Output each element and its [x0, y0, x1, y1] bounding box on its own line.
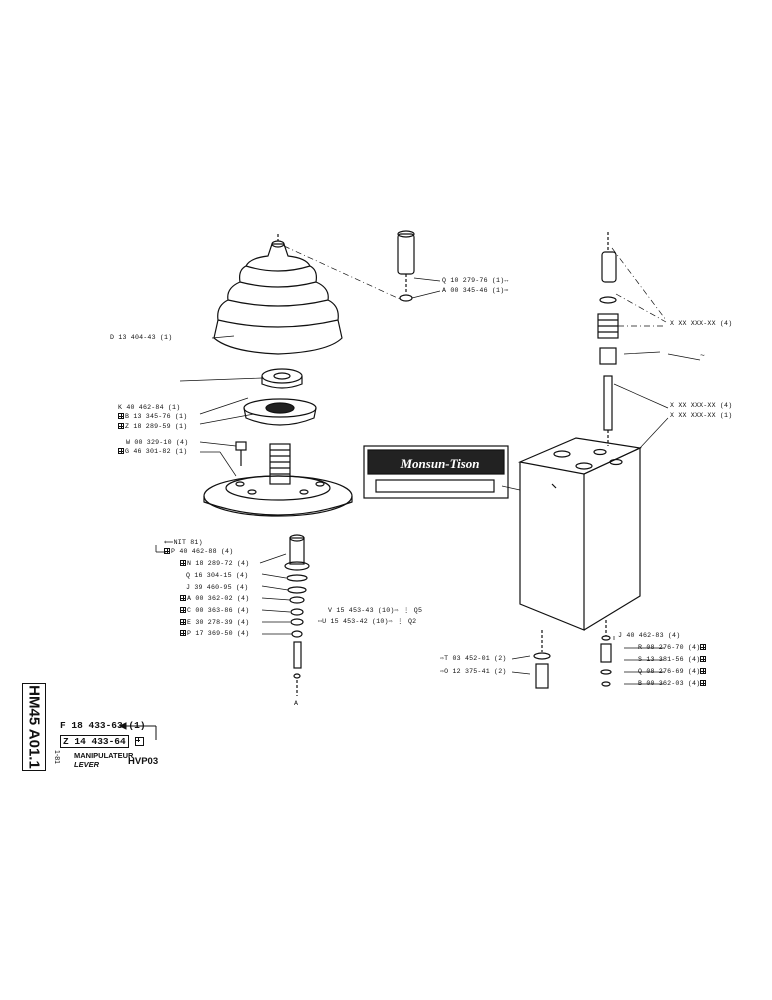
- sheet-code: HM45 A01.1: [25, 685, 43, 769]
- sheet-code-stamp: HM45 A01.1: [22, 683, 46, 771]
- symbol-icon: [135, 737, 144, 746]
- callout-q16: Q 16 304-15 (4): [186, 572, 249, 579]
- sheet-date: 1-81: [53, 750, 60, 765]
- leader-lines: [179, 277, 701, 685]
- plunger-stack: [284, 534, 310, 696]
- ref-sub: Z 14 433-64: [60, 735, 129, 748]
- callout-v: V 15 453-43 (10)⇨ ⋮ Q5: [328, 607, 423, 614]
- plate-brand: Monsun-Tison: [400, 456, 480, 471]
- screw: [235, 441, 247, 466]
- callout-p40: P 40 462-88 (4): [164, 548, 233, 556]
- callout-r: R 08 276-70 (4): [638, 644, 707, 652]
- symbol-icon: [700, 644, 707, 650]
- symbol-icon: [180, 595, 186, 601]
- callout-n: N 18 289-72 (4): [180, 560, 249, 568]
- callout-d: D 13 404-43 (1): [110, 334, 173, 341]
- callout-j40: J 40 462-83 (4): [618, 632, 681, 639]
- ref-main: F 18 433-63 (1): [60, 720, 146, 731]
- callout-e: E 30 278-39 (4): [180, 619, 249, 627]
- callout-b: B 13 345-76 (1): [118, 413, 187, 421]
- model-code: HVP03: [128, 756, 159, 767]
- ref-arrow: [118, 722, 157, 740]
- title-fr: MANIPULATEUR: [74, 751, 134, 760]
- callout-a00: A 00 362-02 (4): [180, 595, 249, 603]
- callout-g: G 46 301-82 (1): [118, 448, 187, 456]
- symbol-icon: [180, 560, 186, 566]
- callout-x1: X XX XXX-XX (4): [670, 320, 733, 327]
- valve-block: [517, 437, 643, 631]
- callout-x2: X XX XXX-XX (4): [670, 402, 733, 409]
- callout-t: ⇨T 03 452-01 (2): [440, 655, 507, 662]
- callout-q10: Q 10 279-76 (1)↔: [442, 277, 509, 284]
- callout-q08: Q 08 276-69 (4): [638, 668, 707, 676]
- symbol-icon: [180, 619, 186, 625]
- symbol-icon: [118, 413, 124, 419]
- callout-s: S 13 381-56 (4): [638, 656, 707, 664]
- callout-x3: X XX XXX-XX (1): [670, 412, 733, 419]
- knob: [397, 230, 415, 302]
- callout-u: ⋯U 15 453-42 (10)⇨ ⋮ Q2: [318, 618, 417, 625]
- right-plunger-stack: [597, 232, 619, 446]
- callout-z: Z 18 289-59 (1): [118, 423, 187, 431]
- rubber-boot: [213, 234, 343, 355]
- title-en: LEVER: [74, 760, 100, 769]
- symbol-icon: [180, 630, 186, 636]
- callout-p17: P 17 369-50 (4): [180, 630, 249, 638]
- name-plate: [363, 445, 509, 499]
- callout-arrow-a: A: [294, 700, 299, 707]
- callout-b00: B 00 362-03 (4): [638, 680, 707, 688]
- cap: [243, 398, 317, 426]
- threaded-stem: [269, 443, 291, 485]
- svg-text:~: ~: [700, 352, 705, 361]
- callout-w: W 00 329-10 (4): [126, 439, 189, 446]
- base-plate: [203, 475, 353, 517]
- symbol-icon: [700, 668, 707, 674]
- symbol-icon: [700, 680, 707, 686]
- symbol-icon: [164, 548, 170, 554]
- symbol-icon: [118, 448, 124, 454]
- bottom-spring-set: [600, 620, 612, 687]
- callout-a345: A 00 345-46 (1)⋯: [442, 287, 509, 294]
- callout-k: K 40 462-84 (1): [118, 404, 181, 411]
- callout-c: C 00 363-86 (4): [180, 607, 249, 615]
- bottom-fitting: [533, 630, 551, 689]
- callout-j39: J 39 460-95 (4): [186, 584, 249, 591]
- symbol-icon: [180, 607, 186, 613]
- symbol-icon: [118, 423, 124, 429]
- nut: [261, 368, 303, 389]
- callout-nit: ⟸NIT 81): [164, 539, 203, 546]
- symbol-icon: [700, 656, 707, 662]
- callout-o: ⇨O 12 375-41 (2): [440, 668, 507, 675]
